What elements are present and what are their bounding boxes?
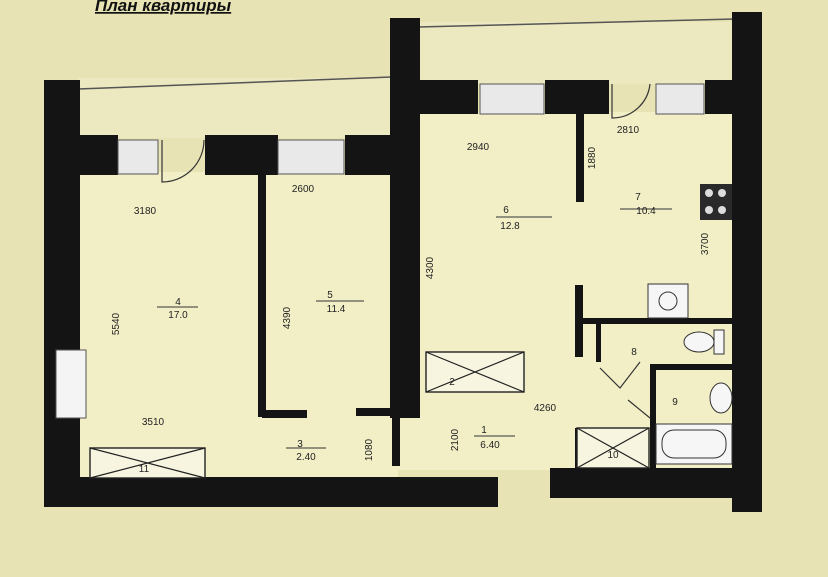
window-left-wall — [55, 349, 87, 419]
wall-bottom-left — [44, 477, 498, 507]
room-5-number: 5 — [327, 290, 333, 301]
wall-top-right-a — [390, 80, 478, 114]
dim-room7-width: 2810 — [617, 125, 640, 136]
room-1-area: 6.40 — [480, 440, 500, 451]
wall-room5-stub — [356, 408, 398, 416]
door-room7-balcony — [611, 83, 651, 119]
dim-room5-depth: 4390 — [282, 306, 293, 329]
dim-entry-depth: 2100 — [450, 428, 461, 451]
wall-room7-bottom — [583, 318, 733, 324]
wall-top-left-c — [345, 135, 395, 175]
room-3-area: 2.40 — [296, 452, 316, 463]
door-wc — [599, 361, 641, 389]
room-6-area: 12.8 — [500, 221, 520, 232]
wall-top-left-b — [205, 135, 278, 175]
dim-corridor-depth: 1080 — [364, 438, 375, 461]
wall-bottom-right — [550, 468, 762, 498]
closet-crosses — [89, 351, 650, 479]
stove-icon — [700, 184, 732, 220]
window-room7 — [655, 83, 705, 115]
wall-wc-left — [596, 322, 601, 362]
dim-room6-width: 2940 — [467, 142, 490, 153]
room-9-number: 9 — [672, 397, 678, 408]
room-7-area: 10.4 — [636, 206, 656, 217]
dim-hall-width: 4260 — [534, 403, 557, 414]
dim-room4-depth: 5540 — [111, 312, 122, 335]
room-5-area: 11.4 — [327, 304, 346, 315]
dim-room7-depth: 3700 — [700, 232, 711, 255]
wall-room4-room5 — [258, 175, 266, 417]
wall-top-right-b — [545, 80, 609, 114]
wall-center-column — [390, 18, 420, 418]
wall-closet-pillar — [392, 418, 400, 466]
dim-room4-bottom: 3510 — [142, 417, 165, 428]
room-4-area: 17.0 — [168, 310, 188, 321]
window-room5 — [277, 139, 345, 175]
plan-title: План квартиры — [95, 0, 232, 15]
bathtub-icon — [655, 423, 733, 465]
balcony-left-rail — [77, 76, 393, 90]
window-room6 — [479, 83, 545, 115]
doors — [161, 83, 651, 419]
room-10-number: 10 — [607, 450, 619, 461]
wall-bath-inner — [650, 364, 656, 468]
wall-room4-stub — [262, 410, 307, 418]
door-bath — [627, 399, 651, 419]
wall-right-outer — [732, 12, 762, 512]
dim-room5-width: 2600 — [292, 184, 315, 195]
window-room4 — [117, 139, 159, 175]
dim-room4-width: 3180 — [134, 206, 157, 217]
room-7-number: 7 — [635, 192, 641, 203]
wall-top-left-a — [44, 135, 118, 175]
floor-left — [78, 172, 398, 480]
balcony-right — [418, 22, 736, 84]
door-room4-balcony — [161, 139, 205, 183]
balcony-left — [78, 78, 392, 138]
room-2-number: 2 — [449, 377, 455, 388]
wall-wc-bath — [650, 364, 733, 370]
wall-room6-room7 — [576, 114, 584, 202]
washbasin-icon — [709, 382, 733, 414]
room-4-number: 4 — [175, 297, 181, 308]
sink-icon — [647, 283, 689, 319]
area-underlines — [157, 208, 672, 449]
dim-room6-depth: 4300 — [425, 256, 436, 279]
room-8-number: 8 — [631, 347, 637, 358]
toilet-icon — [683, 329, 725, 355]
room-6-number: 6 — [503, 205, 509, 216]
room-1-number: 1 — [481, 425, 487, 436]
room-3-number: 3 — [297, 439, 303, 450]
balcony-right-rail — [417, 18, 736, 28]
walls — [44, 12, 762, 512]
wall-bath-left — [575, 285, 583, 357]
room-11-number: 11 — [139, 464, 150, 475]
dim-partition-length: 1880 — [587, 146, 598, 169]
